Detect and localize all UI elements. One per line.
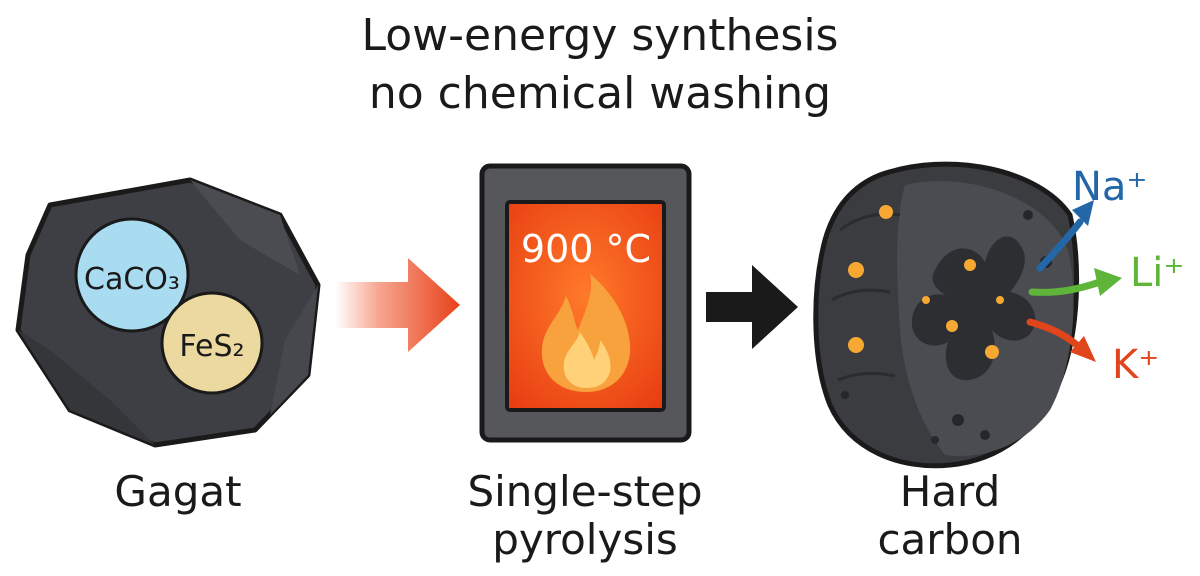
calcite-label: CaCO₃: [84, 262, 180, 297]
sodium-ion-arrow-icon: [1036, 200, 1094, 272]
process-caption: Single-step pyrolysis: [440, 467, 730, 565]
process-arrow-icon: [706, 265, 798, 349]
potassium-ion-arrow-icon: [1026, 318, 1096, 362]
process-caption-line-2: pyrolysis: [492, 515, 678, 565]
pyrite-inclusion: FeS₂: [160, 291, 264, 395]
sodium-ion-label: Na⁺: [1072, 164, 1148, 210]
furnace-temperature: 900 °C: [521, 227, 651, 271]
hard-carbon-particle-icon: [813, 161, 1080, 469]
diagram-title-line-1: Low-energy synthesis: [361, 10, 839, 61]
furnace-icon: 900 °C: [479, 163, 692, 443]
calcite-inclusion: CaCO₃: [74, 217, 190, 333]
process-caption-line-1: Single-step: [467, 467, 703, 516]
feed-arrow-icon: [335, 258, 460, 352]
pyrite-label: FeS₂: [179, 329, 244, 364]
lithium-ion-arrow-icon: [1028, 268, 1122, 296]
source-caption: Gagat: [114, 467, 242, 516]
potassium-ion-label: K⁺: [1112, 342, 1159, 388]
product-caption-line-1: Hard: [899, 467, 1001, 516]
product-caption: Hard carbon: [855, 467, 1045, 565]
flame-icon: [541, 274, 631, 392]
diagram-title-line-2: no chemical washing: [368, 68, 832, 119]
product-caption-line-2: carbon: [877, 515, 1023, 565]
lithium-ion-label: Li⁺: [1130, 250, 1185, 296]
